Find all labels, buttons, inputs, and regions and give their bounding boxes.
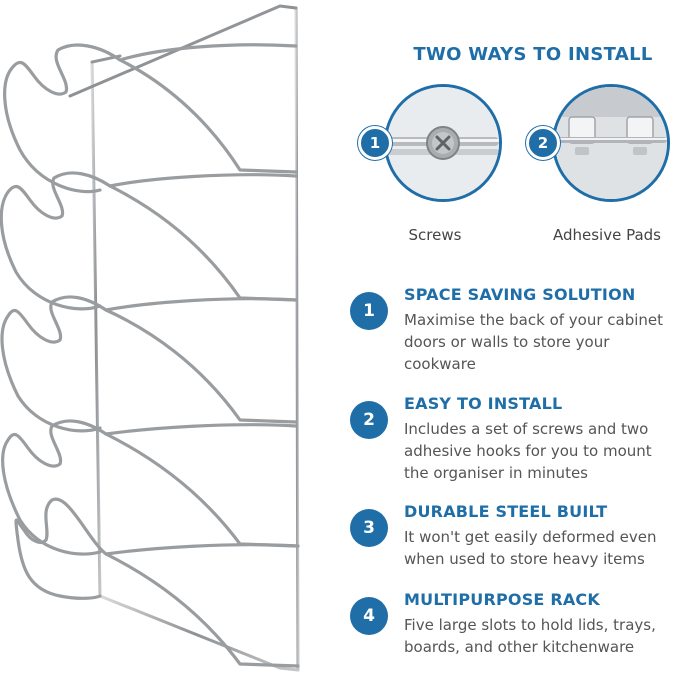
feature-description: Five large slots to hold lids, trays, bo… [404,616,656,656]
feature-number-badge: 1 [350,292,388,330]
feature-title: SPACE SAVING SOLUTION [404,285,636,304]
feature-title: EASY TO INSTALL [404,394,563,413]
feature-title: MULTIPURPOSE RACK [404,590,600,609]
feature-list: 1 SPACE SAVING SOLUTION Maximise the bac… [348,0,679,690]
feature-description: Includes a set of screws and two adhesiv… [404,420,652,482]
install-heading: TWO WAYS TO INSTALL [413,44,653,65]
feature-number-badge: 3 [350,509,388,547]
screws-photo [384,84,502,202]
screw-icon [387,87,499,199]
install-method-badge: 2 [526,126,560,160]
feature-number-badge: 4 [350,597,388,635]
install-method-label: Screws [408,226,462,244]
adhesive-pads-photo [552,84,670,202]
install-method-label: Adhesive Pads [552,226,661,244]
feature-title: DURABLE STEEL BUILT [404,502,608,521]
feature-number-badge: 2 [350,401,388,439]
lid-rack-image [0,4,300,672]
feature-description: It won't get easily deformed even when u… [404,528,657,568]
install-method-badge: 1 [358,126,392,160]
adhesive-pad-icon [555,87,667,199]
feature-description: Maximise the back of your cabinet doors … [404,311,664,373]
